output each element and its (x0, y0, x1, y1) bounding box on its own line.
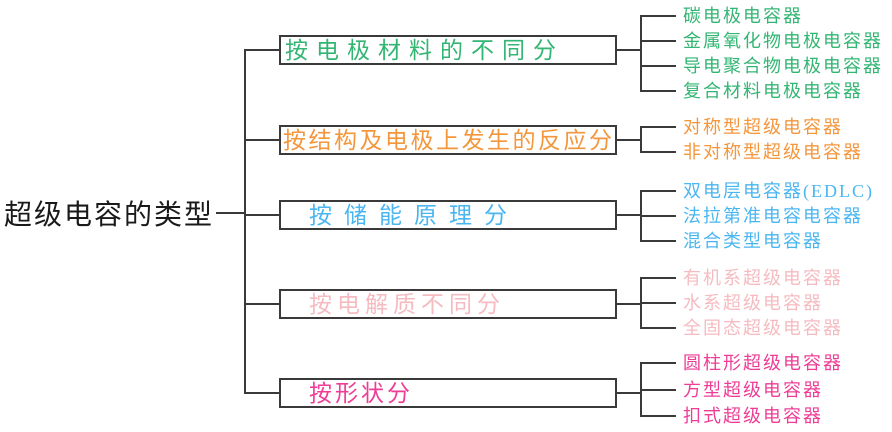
branch-3-right-connector-line (617, 303, 641, 305)
branch-1-leaves-vertical-line (640, 126, 642, 153)
leaf-label: 方型超级电容器 (683, 380, 823, 400)
branch-1-left-connector-line (244, 139, 279, 141)
branch-0-label: 按电极材料的不同分 (285, 37, 564, 63)
branch-3-left-connector-line (244, 303, 279, 305)
branch-0-leaves-vertical-line (640, 15, 642, 92)
leaf-label: 双电层电容器(EDLC) (683, 181, 874, 201)
branch-1-right-connector-line (617, 139, 641, 141)
branch-2-left-connector-line (244, 214, 279, 216)
leaf-label: 法拉第准电容电容器 (683, 206, 863, 226)
leaf-stub-line (640, 415, 676, 417)
spine-line (244, 49, 246, 394)
branch-0-box: 按电极材料的不同分 (279, 35, 617, 65)
leaf-stub-line (640, 362, 676, 364)
leaf-stub-line (640, 215, 676, 217)
leaf-stub-line (640, 277, 676, 279)
branch-4-left-connector-line (244, 392, 279, 394)
leaf-stub-line (640, 90, 676, 92)
branch-1-box: 按结构及电极上发生的反应分 (279, 125, 617, 155)
leaf-label: 碳电极电容器 (683, 6, 803, 26)
branch-2-label: 按储能原理分 (309, 202, 519, 228)
leaf-label: 水系超级电容器 (683, 293, 823, 313)
branch-0-right-connector-line (617, 49, 641, 51)
leaf-label: 导电聚合物电极电容器 (683, 56, 883, 76)
leaf-label: 混合类型电容器 (683, 231, 823, 251)
leaf-label: 非对称型超级电容器 (683, 142, 863, 162)
root-label: 超级电容的类型 (4, 200, 215, 231)
leaf-label: 全固态超级电容器 (683, 318, 843, 338)
leaf-stub-line (640, 240, 676, 242)
branch-4-right-connector-line (617, 392, 641, 394)
leaf-label: 复合材料电极电容器 (683, 81, 863, 101)
leaf-stub-line (640, 389, 676, 391)
branch-3-label: 按电解质不同分 (309, 291, 505, 317)
leaf-stub-line (640, 302, 676, 304)
branch-2-right-connector-line (617, 214, 641, 216)
branch-3-box: 按电解质不同分 (279, 289, 617, 319)
leaf-label: 圆柱形超级电容器 (683, 353, 843, 373)
leaf-stub-line (640, 40, 676, 42)
branch-4-box: 按形状分 (279, 378, 617, 408)
branch-0-left-connector-line (244, 49, 279, 51)
leaf-stub-line (640, 327, 676, 329)
root-connector-line (216, 212, 245, 214)
leaf-label: 对称型超级电容器 (683, 117, 843, 137)
branch-4-label: 按形状分 (309, 380, 413, 406)
leaf-stub-line (640, 15, 676, 17)
leaf-label: 金属氧化物电极电容器 (683, 31, 883, 51)
branch-2-box: 按储能原理分 (279, 200, 617, 230)
leaf-stub-line (640, 65, 676, 67)
branch-1-label: 按结构及电极上发生的反应分 (283, 127, 615, 153)
leaf-stub-line (640, 151, 676, 153)
leaf-stub-line (640, 126, 676, 128)
leaf-stub-line (640, 190, 676, 192)
leaf-label: 有机系超级电容器 (683, 268, 843, 288)
leaf-label: 扣式超级电容器 (683, 406, 823, 426)
